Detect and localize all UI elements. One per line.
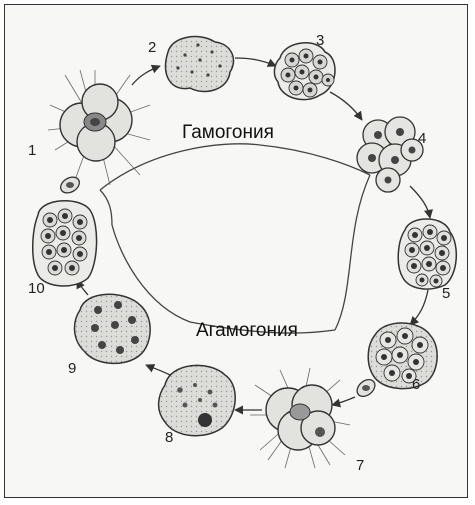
stage-8-cell (159, 365, 236, 435)
stage-9-cell (75, 294, 151, 363)
arrow-1-2 (132, 66, 160, 85)
small-cell-6 (354, 376, 378, 400)
arrow-3-4 (330, 92, 362, 120)
stage-3-cell (274, 43, 335, 100)
stage-number-7: 7 (356, 457, 364, 474)
stage-number-10: 10 (28, 280, 45, 297)
arrow-5-6 (410, 290, 428, 325)
stage-10-cell (33, 201, 97, 286)
stage-number-6: 6 (412, 376, 420, 393)
stage-number-1: 1 (28, 142, 36, 159)
stage-2-cell (165, 37, 233, 92)
small-spore (58, 174, 82, 196)
stage-number-5: 5 (442, 285, 450, 302)
agamogony-label: Агамогония (196, 320, 298, 341)
stage-number-9: 9 (68, 360, 76, 377)
arrow-6-7 (332, 397, 355, 405)
gamogony-label: Гамогония (182, 122, 274, 143)
arrow-4-5 (410, 186, 430, 218)
stage-number-2: 2 (148, 39, 156, 56)
gamogony-arc (100, 144, 370, 190)
arrow-8-9 (146, 365, 170, 375)
stage-7-cell (250, 368, 350, 468)
stage-number-8: 8 (165, 429, 173, 446)
stage-number-3: 3 (316, 32, 324, 49)
stage-6-cell (368, 323, 437, 389)
arrow-2-3 (235, 58, 276, 66)
stage-5-cell (398, 219, 456, 289)
right-arc (335, 175, 370, 330)
left-arc (100, 190, 112, 225)
stage-number-4: 4 (418, 130, 426, 147)
